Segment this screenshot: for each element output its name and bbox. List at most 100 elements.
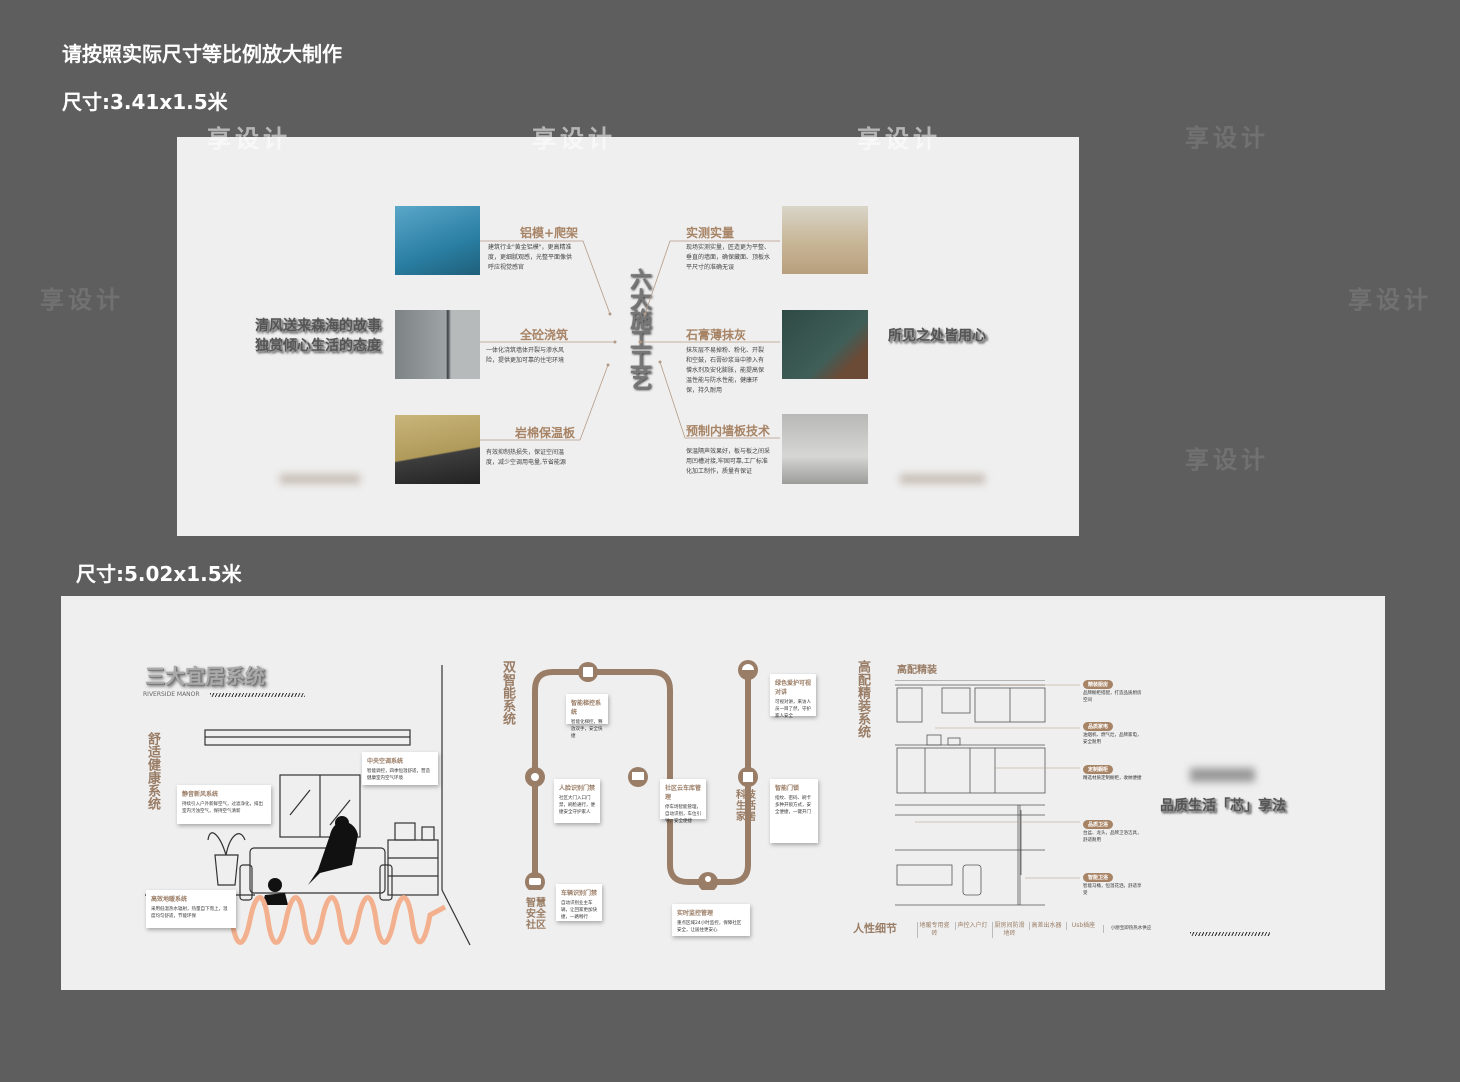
card-title: 智能梯控系统 (571, 700, 602, 716)
card-title: 绿色爱护可视对讲 (775, 680, 812, 696)
kitchen-bathroom-drawing (895, 680, 1080, 906)
feature-tag: 品质卫浴 (1083, 820, 1114, 829)
decor-stripes (1190, 932, 1270, 936)
feature-desc: 油烟机、燃气灶，品牌家电，安全耐用 (1083, 733, 1142, 745)
card-title: 人脸识别门禁 (559, 785, 596, 792)
blurred-logo (1190, 768, 1255, 782)
card-monitoring: 实时监控管理重点区域24小时监控，保障社区安全，让居住更安心 (672, 904, 750, 936)
precast-wall-photo (782, 414, 868, 484)
rockwool-board-photo (395, 415, 480, 484)
panel2-title: 三大宜居系统 (145, 664, 265, 688)
feature-desc: 智能马桶，恒温花洒，舒适享受 (1083, 884, 1142, 896)
watermark: 享设计 (857, 125, 941, 153)
card-smart-lock: 智能门锁指纹、密码、刷卡多种开锁方式，安全便捷，一键开门 (770, 779, 818, 843)
card-title: 智能门锁 (775, 785, 800, 792)
detail-item: 地暖专用瓷砖 (917, 922, 951, 938)
item-title: 铝模+爬架 (520, 226, 579, 240)
watermark: 享设计 (40, 286, 124, 314)
card-title: 社区云车库管理 (665, 785, 702, 801)
detail-item: 高差出水器 (1029, 922, 1063, 930)
surveyor-photo (782, 206, 868, 274)
watermark: 享设计 (207, 125, 291, 153)
feature-tag: 品质家电 (1083, 722, 1114, 731)
item-title: 预制内墙板技术 (686, 424, 771, 438)
panel-construction: 享设计 享设计 享设计 (177, 125, 1079, 536)
feature-desc: 精选材质定制橱柜，收纳便捷 (1083, 776, 1142, 781)
feature-desc: 品牌橱柜搭配，打造品质厨房空间 (1083, 691, 1142, 703)
card-vehicle-access: 车辆识别门禁自动识别业主车辆，让回家更加快捷，一路畅行 (556, 884, 602, 921)
smart-label: 双智能系统 (500, 660, 515, 725)
watermark: 享设计 (532, 125, 616, 153)
watermark: 享设计 (1185, 446, 1269, 474)
decor-label: 高配精装系统 (855, 660, 870, 738)
card-title: 静音新风系统 (182, 791, 219, 798)
detail-item: 厨房间防滑地砖 (992, 922, 1026, 938)
item-title: 岩棉保温板 (515, 426, 576, 440)
item-desc: 有效抑制热损失，保证空间温度，减少空调用电量,节省能源 (486, 449, 566, 466)
item-title: 实测实量 (686, 226, 735, 240)
item-desc: 一体化浇筑墙体开裂与渗水风险，提供更加可靠的住宅环境 (486, 347, 565, 364)
item-title: 全砼浇筑 (520, 328, 569, 342)
card-floor-heating: 高效地暖系统采用低温热水辐射，热量自下而上，温度均匀舒适，节能环保 (146, 890, 236, 928)
instruction-text: 请按照实际尺寸等比例放大制作 (62, 42, 342, 66)
detail-item: Usb插座 (1066, 922, 1100, 930)
card-desc: 持续引入户外新鲜空气，过滤净化，排出室内污浊空气，保持空气清新 (182, 802, 263, 814)
left-slogan: 清风送来森海的故事 独赏倾心生活的态度 (255, 316, 381, 356)
size-label-1: 尺寸:3.41x1.5米 (62, 90, 228, 114)
card-fresh-air: 静音新风系统持续引入户外新鲜空气，过滤净化，排出室内污浊空气，保持空气清新 (177, 785, 271, 824)
card-elevator: 智能梯控系统智能化梯控，释放双手，安全快捷 (566, 694, 608, 739)
decor-title: 高配精装 (897, 665, 937, 676)
watermark: 享设计 (1185, 124, 1269, 152)
size-label-2: 尺寸:5.02x1.5米 (76, 562, 242, 586)
card-face-access: 人脸识别门禁社区大门入口门禁，刷脸通行，便捷安全守护家人 (554, 779, 600, 823)
home-label: 科技生活家居 (736, 790, 756, 823)
card-desc: 智能化梯控，释放双手，安全快捷 (571, 720, 603, 739)
card-desc: 社区大门入口门禁，刷脸通行，便捷安全守护家人 (559, 796, 595, 815)
item-desc: 现场实测实量，匠造更为平整、垂直的墙面，确保藏面、顶板水平尺寸的准确无误 (686, 244, 771, 271)
card-central-ac: 中央空调系统智能调控，四季恒温舒适，营造健康室内空气环境 (362, 752, 438, 785)
card-intercom: 绿色爱护可视对讲可视对讲，来访人员一目了然，守护家人安全 (770, 674, 816, 719)
details-label: 人性细节 (853, 922, 897, 935)
blurred-logo (900, 474, 985, 484)
community-label: 智慧安全社区 (526, 898, 546, 931)
aluminum-formwork-photo (395, 206, 480, 275)
panel2-subtitle: RIVERSIDE MANOR (143, 691, 200, 698)
card-desc: 采用低温热水辐射，热量自下而上，温度均匀舒适，节能环保 (151, 907, 228, 919)
plastering-photo (782, 310, 868, 379)
card-desc: 智能调控，四季恒温舒适，营造健康室内空气环境 (367, 769, 430, 781)
detail-item: 小厨宝即热热水供应 (1103, 925, 1158, 933)
item-title: 石膏薄抹灰 (686, 328, 747, 342)
card-title: 高效地暖系统 (151, 896, 188, 903)
card-title: 实时监控管理 (677, 910, 714, 917)
slogan-line: 独赏倾心生活的态度 (255, 338, 381, 354)
feature-desc: 台盆、龙头，品牌卫浴洁具，舒适耐用 (1083, 831, 1142, 843)
card-title: 车辆识别门禁 (561, 890, 598, 897)
panel2-right-slogan: 品质生活「芯」享法 (1160, 798, 1286, 814)
connector-lines (480, 240, 780, 441)
feature-tag: 定制橱柜 (1083, 765, 1114, 774)
feature-tag: 精装厨房 (1083, 680, 1114, 689)
floor-heating-pipe (207, 895, 447, 945)
item-desc: 保温隔声效果好，板与板之间采用凹槽对接,牢固可靠,工厂标准化加工制作，质量有保证 (686, 448, 771, 475)
decor-stripes (210, 693, 305, 697)
card-desc: 自动识别业主车辆，让回家更加快捷，一路畅行 (561, 901, 597, 920)
card-desc: 重点区域24小时监控，保障社区安全，让居住更安心 (677, 921, 742, 933)
concrete-wall-photo (395, 310, 480, 379)
comfort-label: 舒适健康系统 (145, 732, 160, 810)
slogan-line: 清风送来森海的故事 (255, 318, 381, 334)
card-desc: 停车场智能管理，自动识别，车位引导，安全便捷 (665, 805, 701, 824)
living-room-illustration (145, 665, 471, 946)
center-title: 六大施工工艺 (626, 268, 651, 388)
card-desc: 可视对讲，来访人员一目了然，守护家人安全 (775, 700, 811, 719)
detail-item: 声控入户灯 (955, 922, 989, 930)
card-garage: 社区云车库管理停车场智能管理，自动识别，车位引导，安全便捷 (660, 779, 706, 824)
blurred-logo (280, 474, 360, 484)
card-title: 中央空调系统 (367, 758, 404, 765)
right-slogan: 所见之处皆用心 (888, 328, 986, 344)
card-desc: 指纹、密码、刷卡多种开锁方式，安全便捷，一键开门 (775, 796, 811, 815)
feature-tag: 智能卫浴 (1083, 873, 1114, 882)
item-desc: 建筑行业"黄金铝模"，更高精准度，更细腻观感，光整平面像供呼应视觉感官 (488, 244, 573, 271)
watermark: 享设计 (1348, 286, 1432, 314)
smart-track (525, 660, 758, 890)
item-desc: 抹灰层不易掉粉、粉化、开裂和空鼓，石膏砂浆当中掺入有憎水剂及安化膨胀，能提高保温… (686, 347, 765, 394)
